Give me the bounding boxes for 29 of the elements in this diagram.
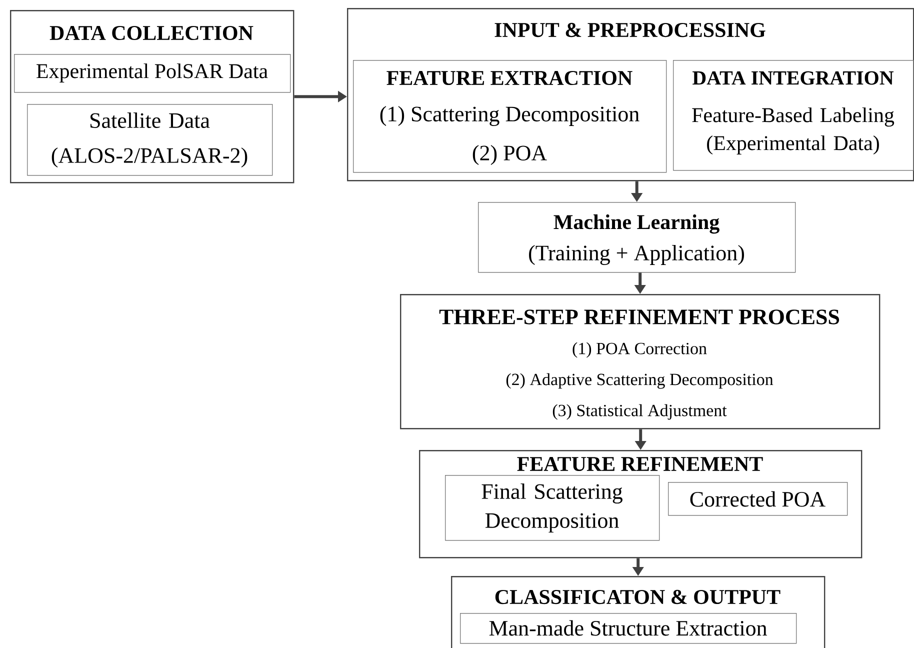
heading: FEATURE EXTRACTION <box>386 70 632 86</box>
box-text: Experimental PolSAR Data <box>36 63 268 83</box>
box-text: (2) POA <box>472 145 547 165</box>
box-text: Corrected POA <box>690 491 826 507</box>
box-text: (1) POA Correction <box>572 342 707 358</box>
heading: INPUT & PREPROCESSING <box>494 22 766 38</box>
box-text: (2) Adaptive Scattering Decomposition <box>506 373 774 389</box>
process-box <box>14 54 291 93</box>
process-box <box>673 60 914 171</box>
heading: FEATURE REFINEMENT <box>517 456 763 472</box>
box-text: (Training + Application) <box>529 245 744 265</box>
heading: DATA INTEGRATION <box>692 71 894 85</box>
process-box <box>353 60 667 173</box>
process-box <box>668 482 848 516</box>
heading: THREE-STEP REFINEMENT PROCESS <box>439 310 840 324</box>
box-text: (3) Statistical Adjustment <box>552 404 727 420</box>
heading: DATA COLLECTION <box>50 26 254 40</box>
box-text: (1) Scattering Decomposition <box>380 106 640 126</box>
group-box <box>400 294 880 430</box>
heading: Machine Learning <box>554 214 720 234</box>
heading: CLASSIFICATON & OUTPUT <box>495 590 780 604</box>
box-text: Man-made Structure Extraction <box>489 620 767 636</box>
box-text: Satellite Data (ALOS-2/PALSAR-2) <box>52 112 248 168</box>
process-box <box>478 202 796 273</box>
box-text: Final Scattering Decomposition <box>482 484 622 532</box>
box-text: Feature-Based Labeling (Experimental Data) <box>692 107 894 155</box>
process-box <box>27 104 273 176</box>
process-box <box>460 613 797 644</box>
process-box <box>445 475 660 541</box>
